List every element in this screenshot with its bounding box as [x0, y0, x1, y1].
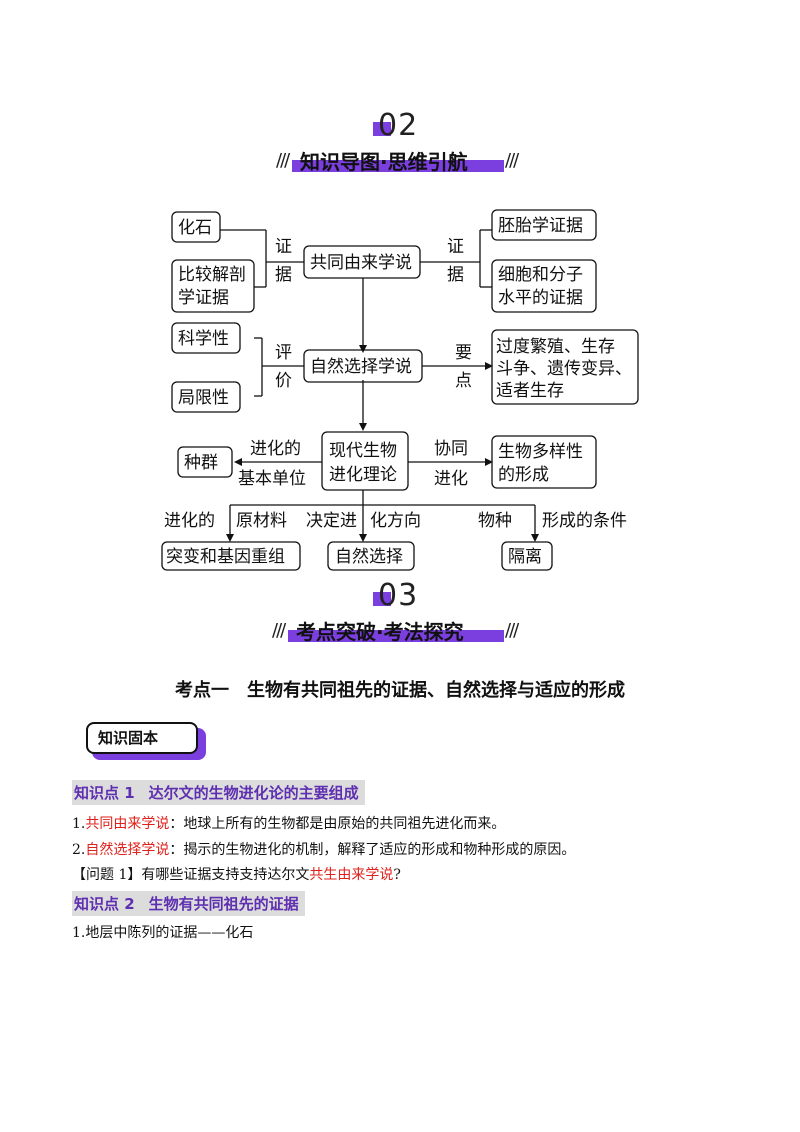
key-points-label-1: 要	[455, 343, 472, 363]
unit-label-2: 基本单位	[238, 469, 306, 489]
right-slash-decoration: ///	[505, 150, 519, 171]
knowledge-point-2-heading: 知识点 2 生物有共同祖先的证据	[72, 891, 305, 916]
common-descent-box: 共同由来学说	[310, 253, 412, 273]
evidence-left-label-2: 据	[275, 265, 292, 285]
left-slash-decoration: ///	[272, 620, 286, 641]
evidence-left-label-1: 证	[275, 237, 292, 257]
mutation-box: 突变和基因重组	[166, 547, 285, 567]
coevolution-label-2: 进化	[434, 469, 468, 489]
scientific-box: 科学性	[178, 329, 229, 349]
knowledge-point-number: 知识点 1	[74, 784, 135, 802]
biodiversity-box-line1: 生物多样性	[498, 442, 583, 462]
molecular-evidence-box-line1: 细胞和分子	[498, 265, 583, 285]
raw-material-label-2: 原材料	[236, 511, 287, 531]
natural-selection-result-box: 自然选择	[335, 547, 403, 567]
evidence-right-label-1: 证	[447, 237, 464, 257]
comparative-anatomy-box-line1: 比较解剖	[178, 265, 246, 285]
evaluate-label-2: 价	[275, 371, 292, 391]
section-number: 02	[378, 108, 419, 143]
modern-theory-box-line1: 现代生物	[329, 441, 397, 461]
unit-label-1: 进化的	[250, 439, 301, 459]
modern-theory-box-line2: 进化理论	[329, 465, 397, 485]
species-label-2: 形成的条件	[542, 511, 627, 531]
term-common-descent: 共同由来学说	[85, 816, 170, 832]
comparative-anatomy-box-line2: 学证据	[178, 288, 229, 308]
section-number: 03	[378, 578, 419, 613]
paragraph-common-descent: 1.共同由来学说：地球上所有的生物都是由原始的共同祖先进化而来。	[72, 816, 506, 832]
badge-label: 知识固本	[86, 722, 198, 754]
direction-label-2: 化方向	[370, 511, 421, 531]
knowledge-point-number: 知识点 2	[74, 895, 135, 913]
exam-point-title: 考点一 生物有共同祖先的证据、自然选择与适应的形成	[175, 680, 625, 701]
key-points-box-line2: 斗争、遗传变异、	[496, 359, 632, 379]
evaluate-label-1: 评	[275, 343, 292, 363]
knowledge-point-title: 达尔文的生物进化论的主要组成	[148, 784, 359, 802]
species-label-1: 物种	[478, 511, 512, 531]
fossil-box: 化石	[178, 218, 212, 238]
molecular-evidence-box-line2: 水平的证据	[498, 288, 583, 308]
right-slash-decoration: ///	[505, 620, 519, 641]
section-title: 知识导图·思维引航	[300, 150, 468, 174]
knowledge-point-title: 生物有共同祖先的证据	[148, 895, 299, 913]
paragraph-natural-selection: 2.自然选择学说：揭示的生物进化的机制，解释了适应的形成和物种形成的原因。	[72, 842, 576, 858]
knowledge-point-1-heading: 知识点 1 达尔文的生物进化论的主要组成	[72, 780, 365, 805]
term-natural-selection: 自然选择学说	[85, 842, 170, 858]
section-header-02: 02 /// 知识导图·思维引航 ///	[0, 108, 800, 178]
title-highlight-bar	[288, 630, 504, 642]
section-title: 考点突破·考法探究	[296, 620, 464, 644]
natural-selection-box: 自然选择学说	[310, 357, 412, 377]
evidence-right-label-2: 据	[447, 265, 464, 285]
coevolution-label-1: 协同	[434, 439, 468, 459]
number-accent-bar	[373, 592, 391, 606]
direction-label-1: 决定进	[306, 511, 357, 531]
raw-material-label-1: 进化的	[164, 511, 215, 531]
mind-map: 化石 比较解剖 学证据 共同由来学说 胚胎学证据 细胞和分子 水平的证据 科学性…	[161, 209, 639, 571]
question-1: 【问题 1】有哪些证据支持支持达尔文共生由来学说?	[72, 867, 401, 883]
number-accent-bar	[373, 122, 391, 136]
population-box: 种群	[184, 453, 218, 473]
embryology-box: 胚胎学证据	[498, 216, 583, 236]
limitation-box: 局限性	[178, 388, 229, 408]
section-header-03: 03 /// 考点突破·考法探究 ///	[0, 578, 800, 648]
term-common-origin: 共生由来学说	[309, 867, 394, 883]
biodiversity-box-line2: 的形成	[498, 465, 549, 485]
title-highlight-bar	[292, 160, 504, 172]
left-slash-decoration: ///	[276, 150, 290, 171]
key-points-label-2: 点	[455, 371, 472, 391]
key-points-box-line1: 过度繁殖、生存	[496, 337, 615, 357]
paragraph-fossil-evidence: 1.地层中陈列的证据——化石	[72, 925, 254, 941]
key-points-box-line3: 适者生存	[496, 381, 564, 401]
isolation-box: 隔离	[508, 547, 542, 567]
knowledge-badge: 知识固本	[86, 722, 208, 762]
